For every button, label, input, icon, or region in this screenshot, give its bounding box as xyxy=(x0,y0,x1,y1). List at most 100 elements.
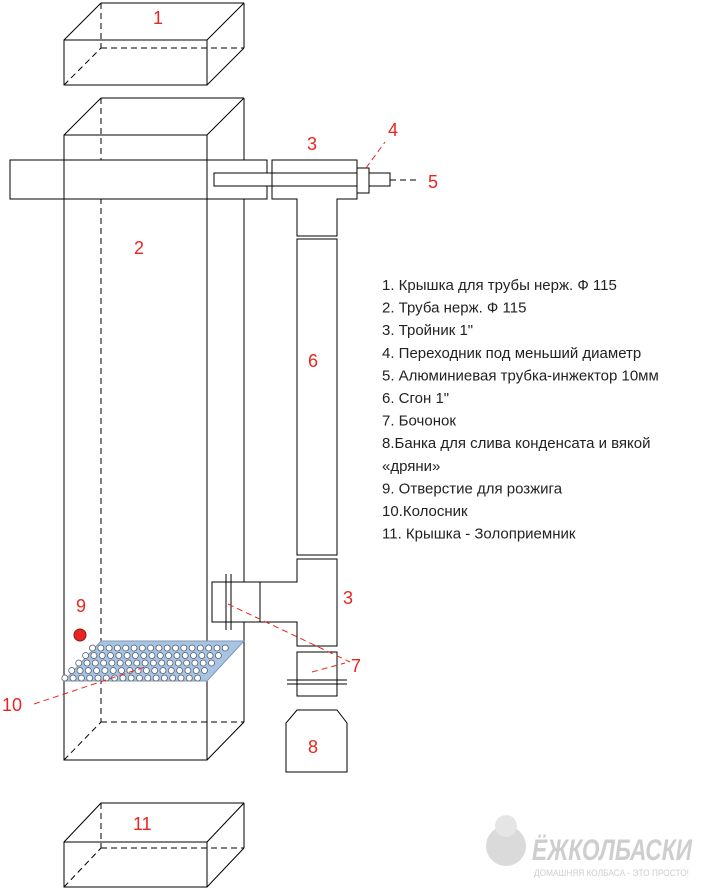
grate-hole xyxy=(149,659,157,667)
ash-box-bottom xyxy=(63,802,245,888)
legend-item: 3. Тройник 1" xyxy=(382,322,473,339)
grate-hole xyxy=(148,652,156,659)
grate-hole xyxy=(199,659,207,667)
grate-hole xyxy=(214,652,222,659)
legend-item: 10.Колосник xyxy=(382,503,468,520)
label-3-lower: 3 xyxy=(343,588,353,608)
legend-item: 4. Переходник под меньший диаметр xyxy=(382,345,641,362)
watermark-tagline: ДОМАШНЯЯ КОЛБАСА - ЭТО ПРОСТО! xyxy=(534,868,689,878)
chef-logo-icon xyxy=(486,826,526,866)
grate-hole xyxy=(131,652,139,659)
label-11: 11 xyxy=(133,814,152,834)
grate-hole xyxy=(167,667,175,674)
grate-hole xyxy=(130,644,138,652)
grate-hole xyxy=(123,652,131,659)
grate-hole xyxy=(102,674,110,682)
grate-hole xyxy=(119,674,127,682)
grate-hole xyxy=(83,659,91,667)
grate-hole xyxy=(84,667,92,674)
grate-hole xyxy=(93,667,100,674)
grate-hole xyxy=(61,674,69,682)
label-2: 2 xyxy=(134,238,144,258)
grate-hole xyxy=(196,644,204,652)
grate-hole xyxy=(159,667,167,674)
lid-box-top xyxy=(63,2,245,86)
grate-hole xyxy=(115,652,123,659)
grate-hole xyxy=(155,644,163,652)
grate-hole xyxy=(144,674,152,682)
grate-hole xyxy=(109,667,117,674)
grate-hole xyxy=(184,667,192,674)
grate-hole xyxy=(191,659,199,667)
grate-hole xyxy=(180,644,188,652)
grate-hole xyxy=(166,659,174,667)
label-8: 8 xyxy=(308,737,318,757)
grate-hole xyxy=(183,659,191,667)
grate-hole xyxy=(97,644,105,652)
tee-fitting-lower xyxy=(259,558,338,647)
label-7: 7 xyxy=(351,656,361,676)
grate-hole xyxy=(90,652,98,659)
grate-hole xyxy=(165,652,173,659)
grate-hole xyxy=(176,667,184,674)
leader-7a xyxy=(227,603,351,663)
grate-hole xyxy=(172,644,179,652)
grate-hole xyxy=(151,667,159,674)
grate-hole xyxy=(174,659,182,667)
legend-item: 9. Отверстие для розжига xyxy=(382,480,563,497)
grate-hole xyxy=(75,659,83,667)
grate-hole xyxy=(133,659,141,667)
grate-hole xyxy=(68,667,76,674)
grate-hole xyxy=(107,652,114,659)
grate-hole xyxy=(194,674,202,682)
legend-item: 7. Бочонок xyxy=(382,413,456,430)
label-10: 10 xyxy=(2,695,22,715)
grate-hole xyxy=(206,652,214,659)
ignition-hole xyxy=(73,628,87,642)
grate-hole xyxy=(156,652,164,659)
grate-hole xyxy=(205,644,213,652)
condensate-jar xyxy=(285,709,348,773)
reducer-fitting xyxy=(356,167,370,194)
grate-hole xyxy=(122,644,130,652)
grate-hole xyxy=(94,674,102,682)
grate-hole xyxy=(181,652,189,659)
tee-fitting-upper xyxy=(271,159,358,237)
legend-item: 1. Крышка для трубы нерж. Ф 115 xyxy=(382,277,617,294)
label-6: 6 xyxy=(308,351,318,371)
grate-hole xyxy=(78,674,85,682)
grate xyxy=(61,640,246,682)
grate-hole xyxy=(192,667,200,674)
side-flange xyxy=(211,574,261,630)
grate-hole xyxy=(100,659,107,667)
grate-hole xyxy=(118,667,125,674)
grate-hole xyxy=(140,652,148,659)
label-5: 5 xyxy=(428,172,438,192)
grate-hole xyxy=(138,644,146,652)
grate-hole xyxy=(86,674,94,682)
legend-item: 5. Алюминиевая трубка-инжектор 10мм xyxy=(382,367,659,384)
grate-hole xyxy=(89,644,96,652)
legend-item: 2. Труба нерж. Ф 115 xyxy=(382,300,526,317)
grate-hole xyxy=(208,659,215,667)
grate-hole xyxy=(147,644,155,652)
grate-hole xyxy=(125,659,132,667)
grate-hole xyxy=(152,674,160,682)
grate-hole xyxy=(160,674,168,682)
grate-hole xyxy=(173,652,181,659)
grate-hole xyxy=(201,667,208,674)
watermark-brand: ЁЖКОЛБАСКИ xyxy=(532,834,693,867)
grate-hole xyxy=(126,667,134,674)
label-9: 9 xyxy=(76,596,86,616)
grate-hole xyxy=(114,644,121,652)
barrel-fitting xyxy=(287,651,347,697)
grate-hole xyxy=(116,659,124,667)
grate-hole xyxy=(108,659,116,667)
grate-hole xyxy=(213,644,221,652)
grate-hole xyxy=(76,667,84,674)
label-4: 4 xyxy=(388,120,398,140)
grate-hole xyxy=(188,644,196,652)
legend-item: 8.Банка для слива конденсата и вякой xyxy=(382,435,651,452)
grate-hole xyxy=(101,667,109,674)
grate-hole xyxy=(127,674,135,682)
